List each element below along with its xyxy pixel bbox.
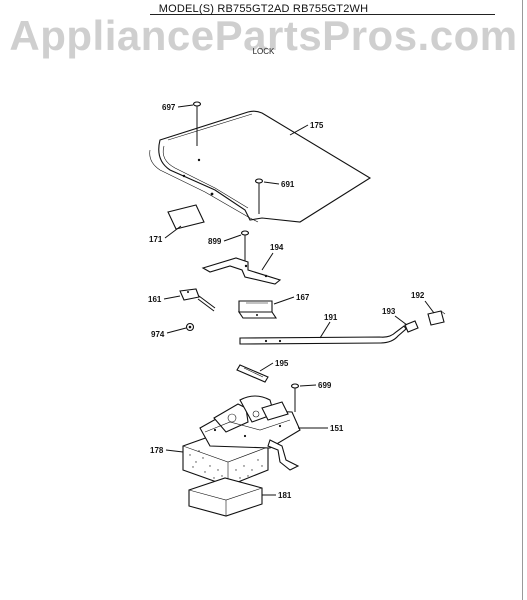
svg-text:974: 974 — [151, 330, 165, 339]
svg-text:194: 194 — [270, 243, 284, 252]
svg-text:151: 151 — [330, 424, 344, 433]
part-175-cover-plate[interactable] — [149, 110, 372, 223]
part-697-screw[interactable] — [192, 101, 202, 146]
label-175: 175 — [289, 121, 324, 136]
part-192-knob[interactable] — [427, 310, 446, 326]
label-194: 194 — [261, 243, 284, 271]
label-195: 195 — [259, 359, 289, 372]
part-899-screw[interactable] — [240, 230, 250, 262]
svg-text:171: 171 — [149, 235, 163, 244]
label-974: 974 — [151, 327, 187, 339]
part-181-block[interactable] — [188, 477, 263, 517]
part-161-switch[interactable] — [179, 288, 216, 312]
svg-text:193: 193 — [382, 307, 396, 316]
label-193: 193 — [382, 307, 408, 326]
svg-text:161: 161 — [148, 295, 162, 304]
label-899: 899 — [208, 234, 242, 246]
part-974-nut[interactable] — [185, 322, 195, 332]
svg-text:192: 192 — [411, 291, 425, 300]
part-194-bracket[interactable] — [201, 257, 282, 285]
label-191: 191 — [319, 313, 338, 339]
part-151-lock-assembly[interactable] — [199, 395, 301, 471]
section-title: LOCK — [252, 47, 275, 56]
svg-text:181: 181 — [278, 491, 292, 500]
svg-text:697: 697 — [162, 103, 176, 112]
header-rule — [150, 14, 495, 15]
svg-text:167: 167 — [296, 293, 310, 302]
label-178: 178 — [150, 446, 184, 455]
watermark-logo: AppliancePartsPros.com — [9, 12, 518, 59]
model-title: MODEL(S) RB755GT2AD RB755GT2WH — [158, 3, 369, 15]
svg-text:899: 899 — [208, 237, 222, 246]
svg-text:191: 191 — [324, 313, 338, 322]
part-193-connector[interactable] — [404, 320, 419, 333]
part-171-pad[interactable] — [167, 204, 205, 230]
part-699-screw[interactable] — [290, 383, 300, 412]
part-167-block[interactable] — [237, 300, 278, 319]
svg-text:699: 699 — [318, 381, 332, 390]
label-161: 161 — [148, 295, 181, 304]
svg-text:691: 691 — [281, 180, 295, 189]
part-191-rod[interactable] — [239, 325, 407, 345]
svg-text:175: 175 — [310, 121, 324, 130]
part-691-screw[interactable] — [254, 178, 264, 214]
svg-text:178: 178 — [150, 446, 164, 455]
label-691: 691 — [263, 180, 295, 189]
svg-text:195: 195 — [275, 359, 289, 368]
label-699: 699 — [299, 381, 332, 390]
label-697: 697 — [162, 103, 194, 112]
label-192: 192 — [411, 291, 435, 314]
page-edge — [522, 0, 527, 600]
label-181: 181 — [262, 491, 292, 500]
part-195-spring[interactable] — [236, 364, 269, 383]
label-151: 151 — [298, 424, 344, 433]
label-171: 171 — [149, 225, 182, 244]
label-167: 167 — [273, 293, 310, 305]
